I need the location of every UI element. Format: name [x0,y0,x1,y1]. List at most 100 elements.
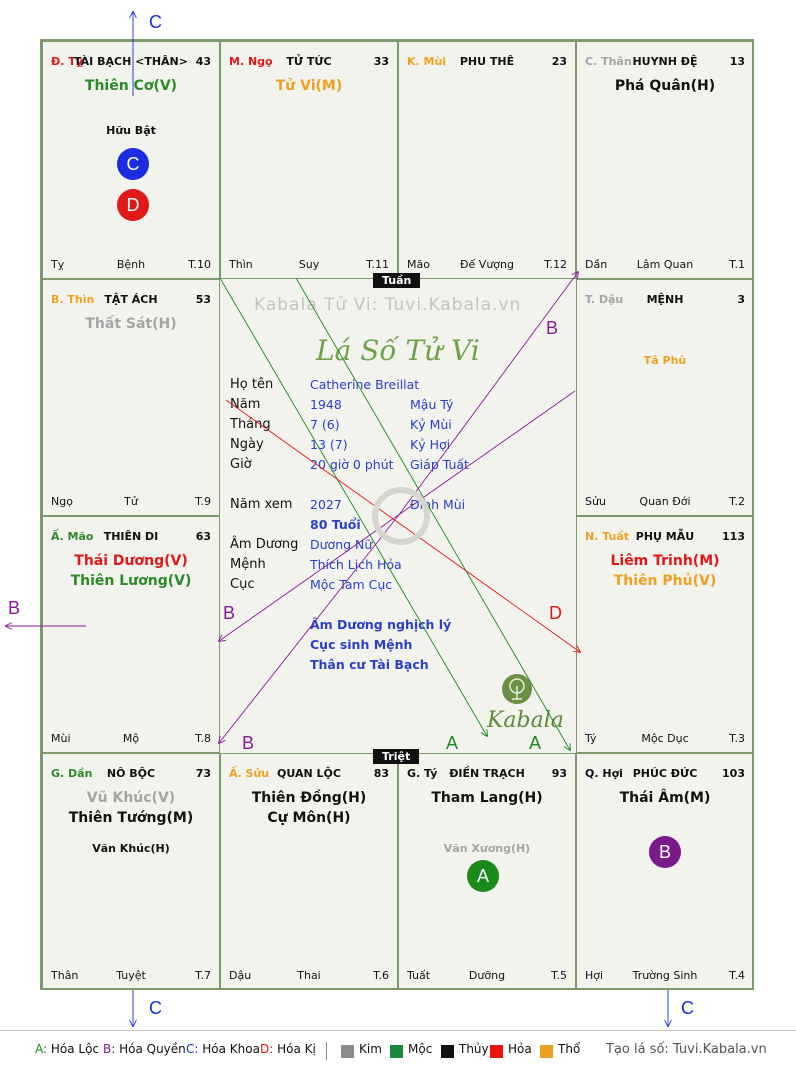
triet-tag: Triệt [373,749,420,764]
tuan-tag: Tuần [373,273,421,288]
palace-name: HUYNH ĐỆ [632,55,698,68]
legend-site: Tạo lá số: Tuvi.Kabala.vn [606,1042,767,1057]
arrow-label-c: C [149,12,162,32]
heavenly-stem: Đ. Tỵ [51,55,83,68]
palace-name: QUAN LỘC [277,767,341,780]
info-value-canchi: Kỷ Mùi [410,417,452,432]
major-star: Vũ Khúc(V) [86,790,176,806]
legend-mutagen: B: Hóa Quyền [103,1042,186,1056]
mutagen-badge-b: B [649,836,681,868]
arrow-label-a: A [529,733,542,753]
mutagen-badge-d: D [117,189,149,221]
earthly-branch: Tý [585,732,597,745]
mutagen-badge-a: A [467,860,499,892]
earthly-branch: Hợi [585,969,604,982]
life-stage: Bệnh [116,258,146,271]
heavenly-stem: G. Dần [51,767,93,780]
arrow-label-c: C [681,998,694,1018]
chart-title: Lá Số Tử Vi [316,334,480,367]
element-swatch [490,1045,503,1058]
info-value: Catherine Breillat [310,377,420,392]
arrows-red [225,399,580,652]
arrow-label-b: B [242,733,255,753]
arrows-blue [133,12,668,1026]
element-swatch [341,1045,354,1058]
earthly-branch: Mùi [51,732,71,745]
palace-number: 53 [195,293,211,306]
element-name: Mộc [408,1042,433,1056]
palace-name: PHỤ MẪU [635,530,695,543]
major-star: Phá Quân(H) [614,78,716,94]
info-value: 1948 [310,397,342,412]
arrow-label-c: C [149,998,162,1018]
info-label: Mệnh [230,557,266,572]
info-value-canchi: Kỷ Hợi [410,437,451,452]
legend-text: Hóa Kị [273,1042,316,1056]
info-value: Mộc Tam Cục [310,577,393,592]
legend-key: D: [260,1042,274,1056]
element-name: Kim [359,1042,382,1056]
heavenly-stem: K. Mùi [407,55,447,68]
info-value: 2027 [310,497,342,512]
heavenly-stem: Ấ. Sửu [229,767,270,780]
palace-name: PHU THÊ [459,55,515,68]
major-stars: Thái Âm(M) [577,788,753,808]
info-label: Cục [230,577,255,592]
info-value-canchi: Giáp Tuất [410,457,469,472]
major-star: Thất Sát(H) [85,316,177,332]
palace-name: PHÚC ĐỨC [632,767,698,780]
major-star: Thiên Lương(V) [70,573,192,589]
arrow-label-b: B [8,598,21,618]
element-name: Thủy [459,1042,489,1056]
life-stage: Tử [124,495,138,508]
palace-number: 23 [551,55,567,68]
major-stars: Thiên Cơ(V) [43,76,219,96]
life-stage: Trường Sinh [632,969,698,982]
lunar-month: T.1 [729,258,745,271]
element-swatch [540,1045,553,1058]
major-star: Liêm Trinh(M) [610,553,720,569]
heavenly-stem: M. Ngọ [229,55,273,68]
earthly-branch: Sửu [585,495,606,508]
center-watermark: Kabala Tử Vi: Tuvi.Kabala.vn [254,295,522,315]
legend-mutagen: C: Hóa Khoa [186,1042,260,1056]
minor-star: Hữu Bật [106,124,156,137]
life-stage: Suy [298,258,320,271]
earthly-branch: Dậu [229,969,252,982]
life-stage: Thai [297,969,321,982]
life-stage: Tuyệt [116,969,146,982]
earthly-branch: Mão [407,258,430,271]
palace-name: MỆNH [646,293,684,306]
heavenly-stem: T. Dậu [585,293,624,306]
legend-mutagen: A: Hóa Lộc [35,1042,99,1056]
info-value: 7 (6) [310,417,340,432]
info-label: Họ tên [230,377,274,392]
lunar-month: T.9 [195,495,211,508]
lunar-month: T.11 [366,258,389,271]
earthly-branch: Thân [51,969,79,982]
palace-name: NÔ BỘC [106,767,156,780]
